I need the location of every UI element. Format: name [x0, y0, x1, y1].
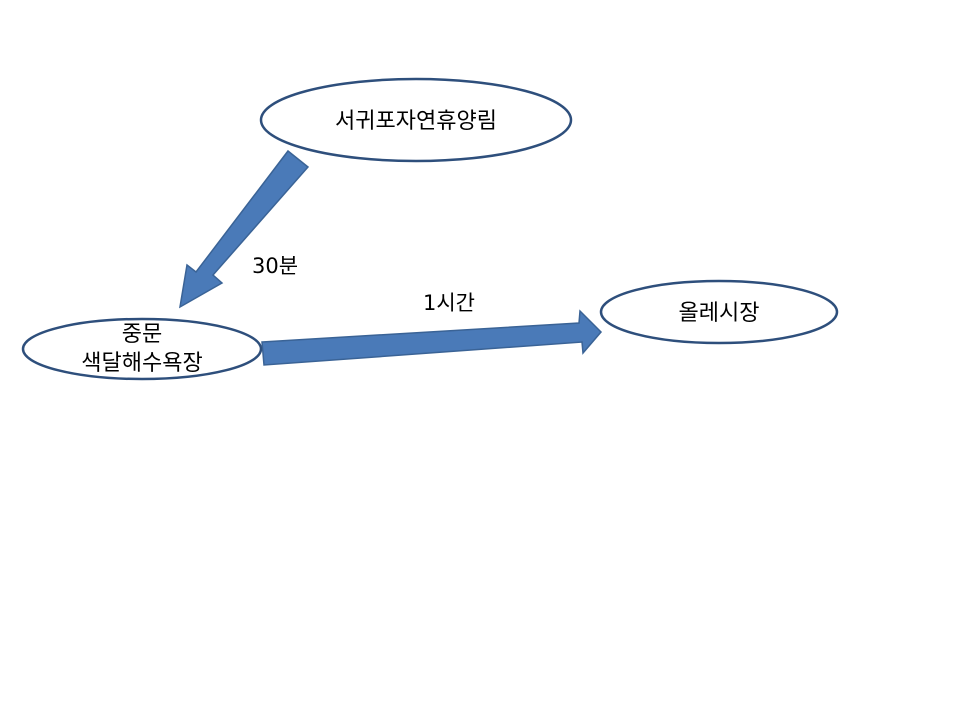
node-beach	[21, 317, 263, 381]
edge-label-forest-to-beach: 30분	[252, 254, 298, 278]
node-forest-label: 서귀포자연휴양림	[335, 109, 497, 134]
node-beach-label-line2: 색달해수욕장	[81, 351, 202, 376]
node-forest	[259, 77, 573, 163]
node-market-label: 올레시장	[679, 301, 760, 326]
edge-label-beach-to-market: 1시간	[423, 291, 475, 315]
arrow-forest-to-beach	[179, 149, 310, 309]
node-market	[599, 279, 839, 345]
node-beach-label-line1: 중문	[122, 322, 162, 347]
arrow-beach-to-market	[261, 309, 603, 366]
